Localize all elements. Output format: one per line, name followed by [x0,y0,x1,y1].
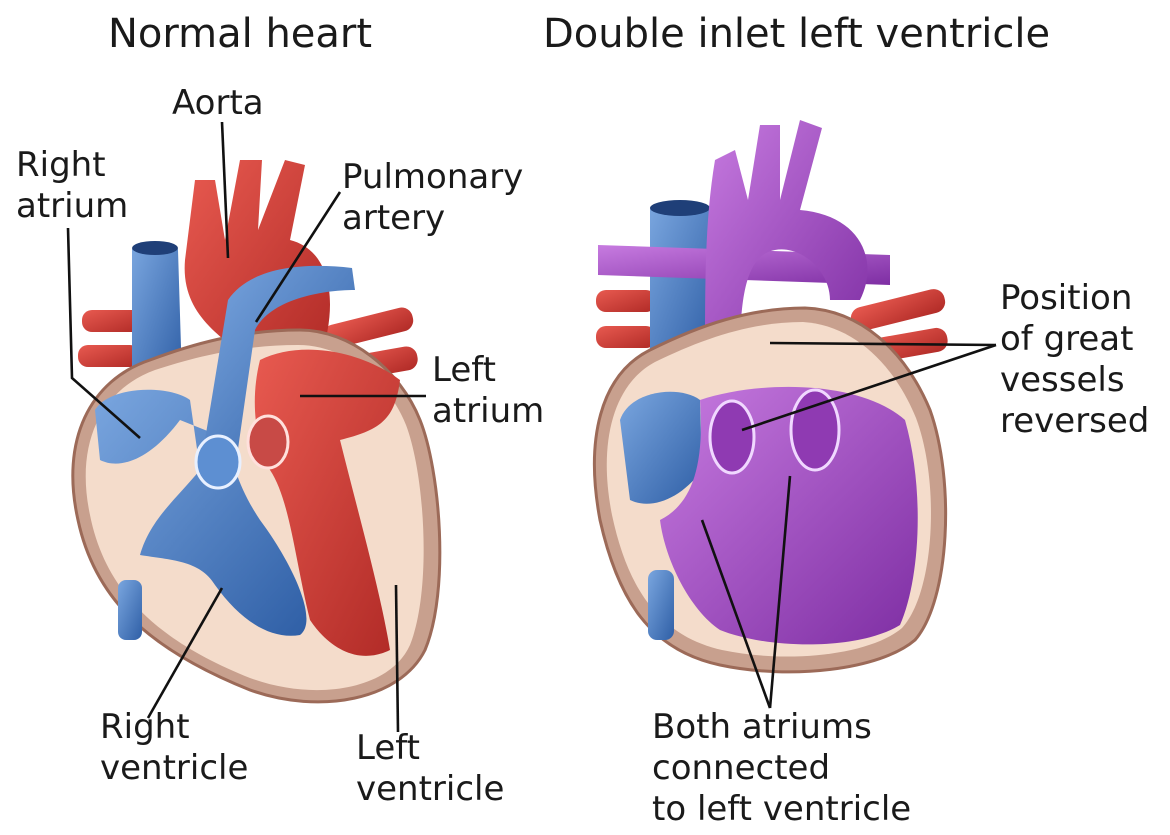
label-aorta: Aorta [172,83,264,124]
normal-heart-drawing [73,160,440,702]
label-left-ventricle: Left ventricle [356,728,504,810]
pulmonary-valve [196,436,240,488]
label-left-atrium: Left atrium [432,350,544,432]
label-both-atriums: Both atriums connected to left ventricle [652,707,911,830]
label-right-ventricle: Right ventricle [100,707,248,789]
dilv-inferior-vena-cava [648,570,674,640]
label-pulmonary-artery: Pulmonary artery [342,157,523,239]
dilv-heart-drawing [594,120,949,672]
label-right-atrium: Right atrium [16,145,128,227]
inferior-vena-cava [118,580,142,640]
label-great-vessels-reversed: Position of great vessels reversed [1000,278,1149,442]
dilv-valve-2 [791,390,839,470]
aortic-valve [248,416,288,468]
dilv-valve-1 [710,401,754,473]
